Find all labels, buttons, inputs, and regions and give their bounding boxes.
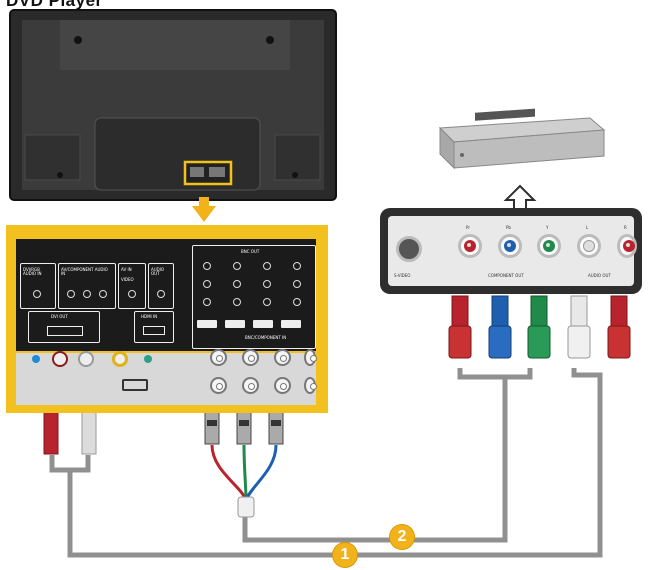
dvd-rear-panel: Pr Pb Y L R S-VIDEO COMPONENT OUT AUDIO …: [380, 208, 642, 294]
l-label: L: [586, 225, 589, 230]
dvi-out-port[interactable]: [47, 326, 83, 336]
av-component-audio-in-label: AV/COMPONENT AUDIO IN: [61, 267, 108, 276]
dvi-out-group: DVI OUT: [28, 311, 100, 343]
bnc-out-jack-2[interactable]: [233, 262, 241, 270]
bnc-port-4[interactable]: [304, 349, 317, 366]
bnc-port-2[interactable]: [242, 349, 259, 366]
video-label: VIDEO: [121, 277, 134, 282]
pb-jack[interactable]: [498, 234, 522, 258]
hdmi-in-port[interactable]: [143, 326, 165, 335]
bnc-in-jack-1[interactable]: [203, 280, 211, 288]
pr-jack[interactable]: [458, 234, 482, 258]
bnc-out-jack-4[interactable]: [293, 262, 301, 270]
audio-r-jack[interactable]: [617, 234, 637, 258]
badge-1: 1: [333, 543, 357, 567]
bnc-in-jack-5[interactable]: [203, 298, 211, 306]
page-title: DVD Player: [6, 0, 103, 10]
yellow-video-jack[interactable]: [112, 351, 128, 367]
red-audio-jack[interactable]: [52, 351, 68, 367]
bnc-out-label: BNC OUT: [241, 249, 260, 254]
cable-1: [49, 368, 603, 558]
bnc-in-jack-3[interactable]: [263, 280, 271, 288]
hdmi-in-group: HDMI IN: [134, 311, 174, 343]
monitor-rear: [9, 9, 337, 201]
bnc-cables: [210, 444, 278, 501]
bnc-port-8[interactable]: [304, 377, 317, 394]
bnc-port-5[interactable]: [210, 377, 227, 394]
dvi-out-label: DVI OUT: [51, 314, 68, 319]
s-video-port[interactable]: [396, 236, 422, 262]
y-label: Y: [546, 225, 549, 230]
dvd-audio-out-label: AUDIO OUT: [588, 273, 611, 278]
video-jack[interactable]: [128, 290, 136, 298]
panel-lower: [16, 349, 317, 405]
bnc-in-jack-4[interactable]: [293, 280, 301, 288]
audio-l-jack[interactable]: [577, 234, 601, 258]
bnc-tag-1: [197, 320, 217, 328]
bnc-component-in-label: BNC/COMPONENT IN: [245, 335, 287, 340]
bnc-in-jack-7[interactable]: [263, 298, 271, 306]
av-audio-l-jack[interactable]: [67, 290, 75, 298]
bnc-tag-3: [253, 320, 273, 328]
badge-2: 2: [390, 525, 414, 549]
zoom-arrow: [192, 197, 216, 222]
panel-upper: DVI/RGB AUDIO IN AV/COMPONENT AUDIO IN A…: [16, 239, 316, 351]
bnc-out-jack-1[interactable]: [203, 262, 211, 270]
r-label: R: [624, 225, 627, 230]
bnc-in-jack-2[interactable]: [233, 280, 241, 288]
blue-jack[interactable]: [32, 355, 40, 363]
audio-out-label: AUDIO OUT: [151, 267, 165, 276]
av-in-label: AV IN: [121, 267, 132, 272]
bnc-tag-2: [225, 320, 245, 328]
bnc-out-jack-3[interactable]: [263, 262, 271, 270]
dvd-rear-inner: Pr Pb Y L R S-VIDEO COMPONENT OUT AUDIO …: [388, 216, 637, 286]
dvd-plugs: [448, 295, 631, 359]
bnc-in-jack-8[interactable]: [293, 298, 301, 306]
y-jack[interactable]: [537, 234, 561, 258]
cable-2: [242, 368, 533, 543]
av-in-group: AV IN VIDEO: [118, 263, 146, 309]
bnc-in-jack-6[interactable]: [233, 298, 241, 306]
av-audio-r-jack[interactable]: [99, 290, 107, 298]
dvd-arrow: [503, 184, 537, 213]
dvd-player: [438, 108, 606, 170]
bnc-port-6[interactable]: [242, 377, 259, 394]
bnc-tag-4: [281, 320, 301, 328]
dvi-rgb-audio-in-group: DVI/RGB AUDIO IN: [20, 263, 56, 309]
audio-out-jack[interactable]: [157, 290, 165, 298]
av-audio-mid-jack[interactable]: [83, 290, 91, 298]
hdmi-in-label: HDMI IN: [141, 314, 158, 319]
hdmi-port-lower[interactable]: [122, 379, 148, 391]
dvi-rgb-audio-in-label: DVI/RGB AUDIO IN: [23, 267, 42, 276]
dvi-audio-jack[interactable]: [33, 290, 41, 298]
component-out-label: COMPONENT OUT: [488, 273, 524, 278]
bnc-port-3[interactable]: [274, 349, 291, 366]
bnc-group: BNC OUT BNC/COMPONENT IN: [192, 245, 316, 349]
pb-label: Pb: [506, 225, 511, 230]
pr-label: Pr: [466, 225, 470, 230]
monitor-connector-panel: DVI/RGB AUDIO IN AV/COMPONENT AUDIO IN A…: [6, 225, 328, 413]
white-audio-jack[interactable]: [78, 351, 94, 367]
green-jack[interactable]: [144, 355, 152, 363]
cable-splitter: [237, 496, 255, 518]
s-video-label: S-VIDEO: [394, 273, 411, 278]
bnc-plugs: [204, 403, 284, 445]
av-component-audio-in-group: AV/COMPONENT AUDIO IN: [58, 263, 116, 309]
bnc-port-1[interactable]: [210, 349, 227, 366]
bnc-port-7[interactable]: [274, 377, 291, 394]
audio-out-group: AUDIO OUT: [148, 263, 174, 309]
